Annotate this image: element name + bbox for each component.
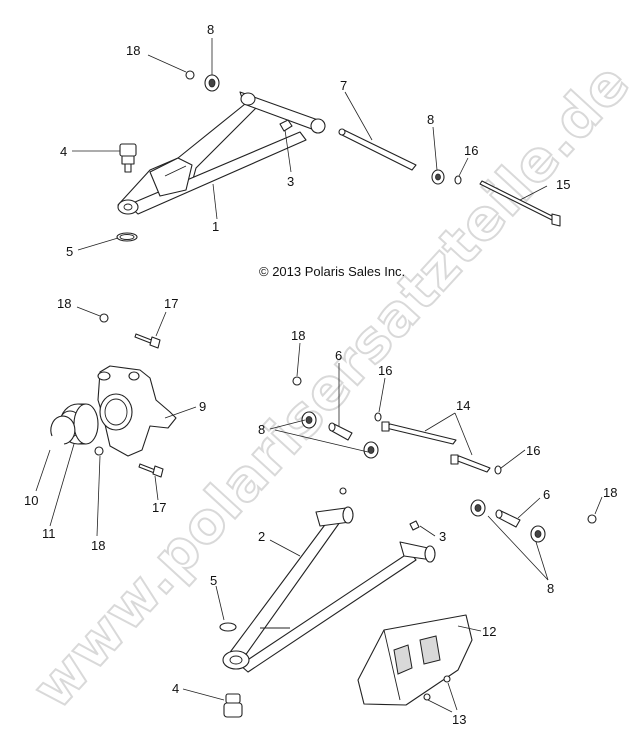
callout-8: 8 (207, 22, 214, 37)
a-arm-guard (357, 614, 473, 706)
callout-15: 15 (556, 177, 570, 192)
bolt-14-upper (381, 421, 457, 445)
washer-16-top (454, 175, 462, 185)
callout-17: 17 (164, 296, 178, 311)
callout-4: 4 (60, 144, 67, 159)
callout-16: 16 (378, 363, 392, 378)
nut-18-right (587, 514, 597, 524)
callout-16: 16 (526, 443, 540, 458)
callout-3: 3 (287, 174, 294, 189)
callout-3: 3 (439, 529, 446, 544)
nut-upper (279, 119, 293, 132)
callout-6: 6 (335, 348, 342, 363)
callout-8: 8 (427, 112, 434, 127)
callout-16: 16 (464, 143, 478, 158)
nut-18-top (185, 70, 195, 80)
lower-a-arm (222, 506, 436, 673)
callout-8: 8 (547, 581, 554, 596)
nut-18-mid (99, 313, 109, 323)
callout-4: 4 (172, 681, 179, 696)
bushing-8-lower-right (530, 525, 546, 543)
steering-knuckle (97, 365, 177, 457)
callout-7: 7 (340, 78, 347, 93)
callout-11: 11 (42, 526, 56, 541)
callout-18: 18 (126, 43, 140, 58)
spacer-6-left (328, 422, 353, 441)
nut-3-lower (409, 520, 420, 531)
spacer-6-right (495, 509, 521, 528)
bushing-8-left (301, 411, 317, 429)
callout-10: 10 (24, 493, 38, 508)
upper-a-arm (117, 91, 326, 215)
bushing-8-center (363, 441, 379, 459)
callout-17: 17 (152, 500, 166, 515)
bushing-8-right (431, 169, 445, 185)
ball-joint-lower (223, 693, 243, 718)
bolt-15 (479, 180, 561, 227)
ball-joint-upper (119, 143, 137, 173)
callout-numbers: 18 8 7 8 16 4 3 15 1 5 18 17 18 6 16 9 1… (24, 22, 617, 727)
callout-2: 2 (258, 529, 265, 544)
pivot-shaft (338, 128, 417, 171)
leader-lines (35, 38, 603, 713)
washer-16-low (494, 465, 502, 475)
callout-18: 18 (603, 485, 617, 500)
callout-18: 18 (91, 538, 105, 553)
callout-14: 14 (456, 398, 470, 413)
washer-16-mid (374, 412, 382, 422)
callout-1: 1 (212, 219, 219, 234)
bolt-17-lower (138, 463, 164, 478)
callout-5: 5 (66, 244, 73, 259)
bushing-8-top (204, 74, 220, 92)
callout-9: 9 (199, 399, 206, 414)
copyright-text: © 2013 Polaris Sales Inc. (259, 264, 405, 279)
callout-8: 8 (258, 422, 265, 437)
nut-top-lower-arm (339, 487, 347, 495)
callout-18: 18 (291, 328, 305, 343)
nut-18-center (292, 376, 302, 386)
bolt-14-lower (450, 454, 491, 473)
callout-5: 5 (210, 573, 217, 588)
screws-13 (423, 675, 451, 701)
snap-ring (50, 415, 76, 445)
callout-18: 18 (57, 296, 71, 311)
callout-13: 13 (452, 712, 466, 727)
callout-6: 6 (543, 487, 550, 502)
bushing-8-lower-left (470, 499, 486, 517)
bolt-17-upper (134, 333, 161, 349)
callout-12: 12 (482, 624, 496, 639)
o-ring-lower (219, 622, 237, 632)
nut-18-knuckle (94, 446, 104, 456)
